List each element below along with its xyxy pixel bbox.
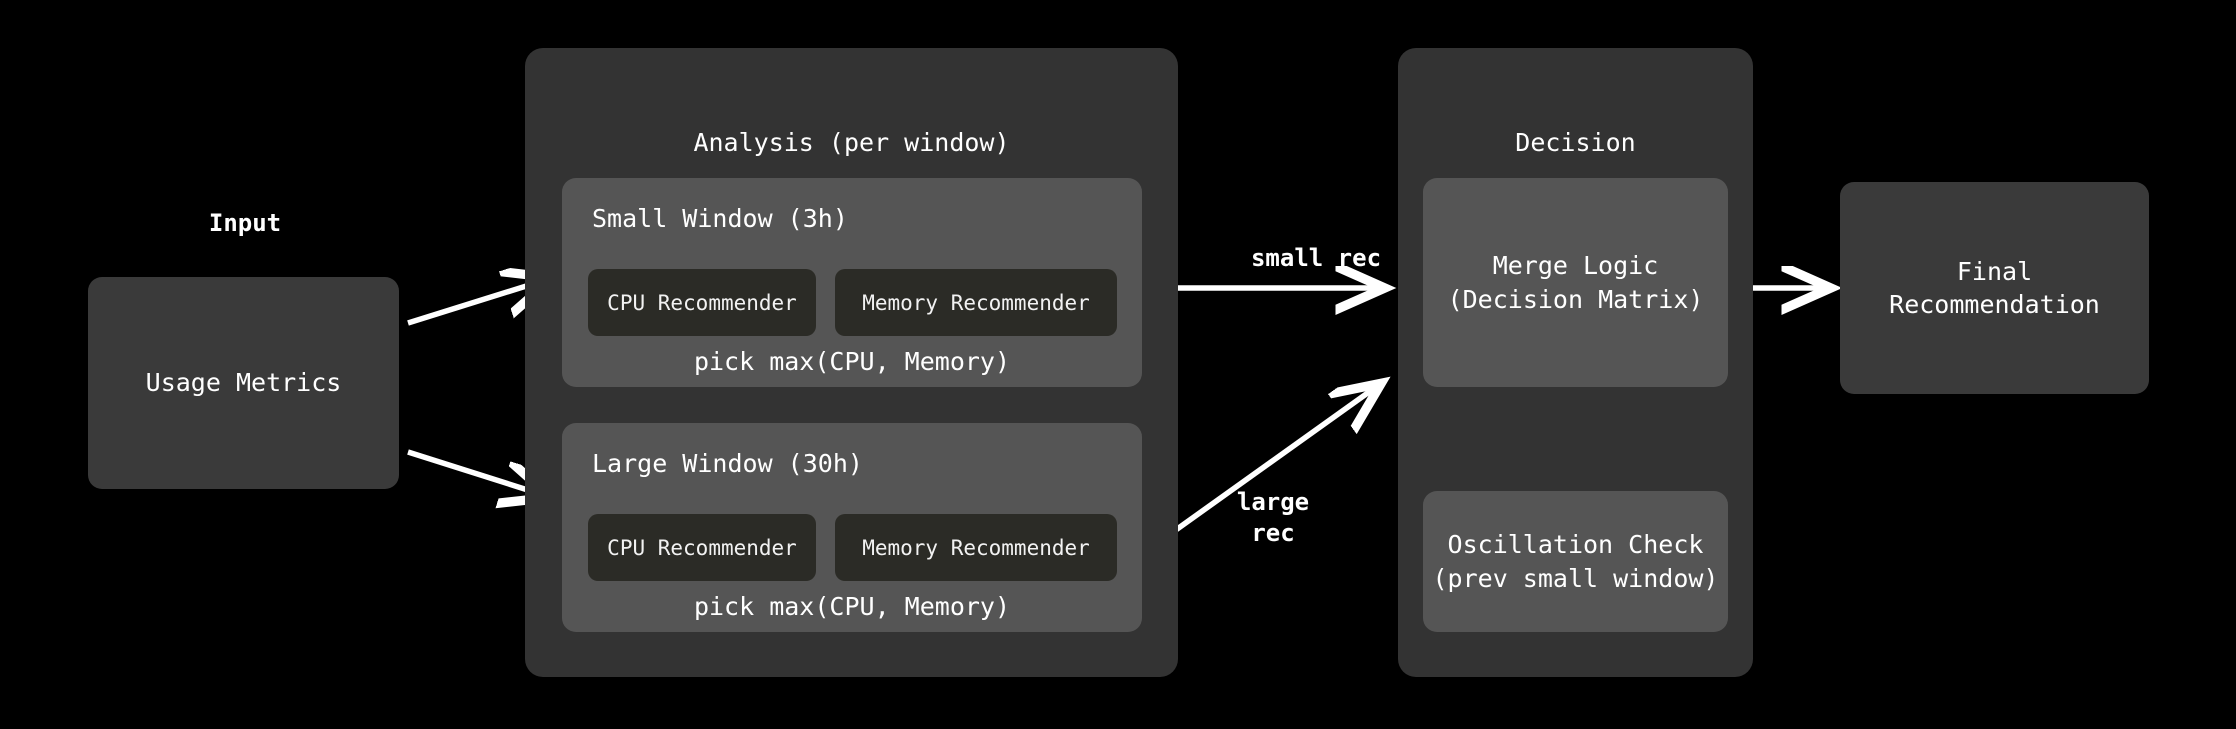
window-large-footer: pick max(CPU, Memory) bbox=[693, 592, 1011, 621]
cluster-analysis: Analysis (per window) Small Window (3h) … bbox=[525, 48, 1178, 677]
window-small-cpu-recommender[interactable]: CPU Recommender bbox=[588, 269, 816, 336]
edge-label-small-rec: small rec bbox=[1250, 244, 1382, 272]
node-usage-metrics[interactable]: Usage Metrics bbox=[88, 277, 399, 489]
node-final-recommendation[interactable]: Final Recommendation bbox=[1840, 182, 2149, 394]
node-merge-logic[interactable]: Merge Logic (Decision Matrix) bbox=[1423, 178, 1728, 387]
window-small-memory-recommender[interactable]: Memory Recommender bbox=[835, 269, 1117, 336]
cluster-decision: Decision Merge Logic (Decision Matrix) O… bbox=[1398, 48, 1753, 677]
edge-label-large-rec: large rec bbox=[1236, 488, 1310, 548]
input-label: Input bbox=[208, 209, 282, 237]
window-large: Large Window (30h) CPU Recommender Memor… bbox=[562, 423, 1142, 632]
window-small-footer: pick max(CPU, Memory) bbox=[693, 347, 1011, 376]
window-large-title: Large Window (30h) bbox=[592, 449, 863, 478]
window-small: Small Window (3h) CPU Recommender Memory… bbox=[562, 178, 1142, 387]
window-small-title: Small Window (3h) bbox=[592, 204, 848, 233]
window-large-cpu-recommender[interactable]: CPU Recommender bbox=[588, 514, 816, 581]
node-oscillation-check[interactable]: Oscillation Check (prev small window) bbox=[1423, 491, 1728, 632]
cluster-decision-title: Decision bbox=[1515, 128, 1636, 157]
window-large-memory-recommender[interactable]: Memory Recommender bbox=[835, 514, 1117, 581]
cluster-analysis-title: Analysis (per window) bbox=[693, 128, 1010, 157]
